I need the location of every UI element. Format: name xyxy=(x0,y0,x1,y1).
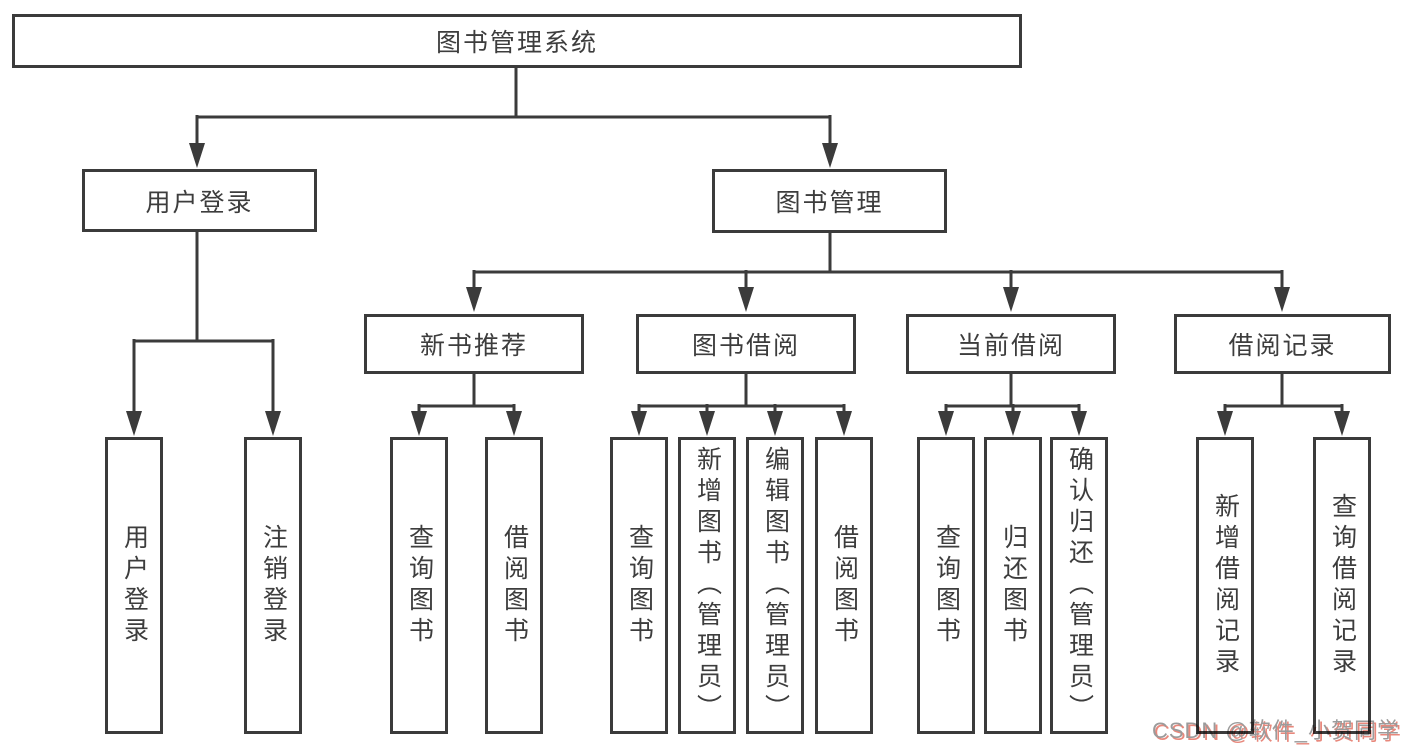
node-current-borrow: 当前借阅 xyxy=(906,314,1116,374)
leaf-query-books-recommend: 查询图书 xyxy=(390,437,448,734)
leaf-user-login: 用户登录 xyxy=(105,437,163,734)
leaf-add-borrow-record: 新增借阅记录 xyxy=(1196,437,1254,734)
leaf-logout-login: 注销登录 xyxy=(244,437,302,734)
node-book-management: 图书管理 xyxy=(712,169,947,233)
node-user-login: 用户登录 xyxy=(82,169,317,232)
leaf-query-books-current: 查询图书 xyxy=(917,437,975,734)
node-borrow-records: 借阅记录 xyxy=(1174,314,1391,374)
leaf-edit-books-admin: 编辑图书（管理员） xyxy=(746,437,804,734)
leaf-borrow-books: 借阅图书 xyxy=(815,437,873,734)
leaf-confirm-return-admin: 确认归还（管理员） xyxy=(1050,437,1108,734)
node-root-system: 图书管理系统 xyxy=(12,14,1022,68)
leaf-borrow-books-recommend: 借阅图书 xyxy=(485,437,543,734)
node-book-borrow: 图书借阅 xyxy=(636,314,856,374)
csdn-watermark: CSDN @软件_小贺同学 xyxy=(1151,718,1400,743)
leaf-query-books-borrow: 查询图书 xyxy=(610,437,668,734)
leaf-return-books: 归还图书 xyxy=(984,437,1042,734)
leaf-add-books-admin: 新增图书（管理员） xyxy=(678,437,736,734)
node-new-book-recommend: 新书推荐 xyxy=(364,314,584,374)
leaf-query-borrow-record: 查询借阅记录 xyxy=(1313,437,1371,734)
